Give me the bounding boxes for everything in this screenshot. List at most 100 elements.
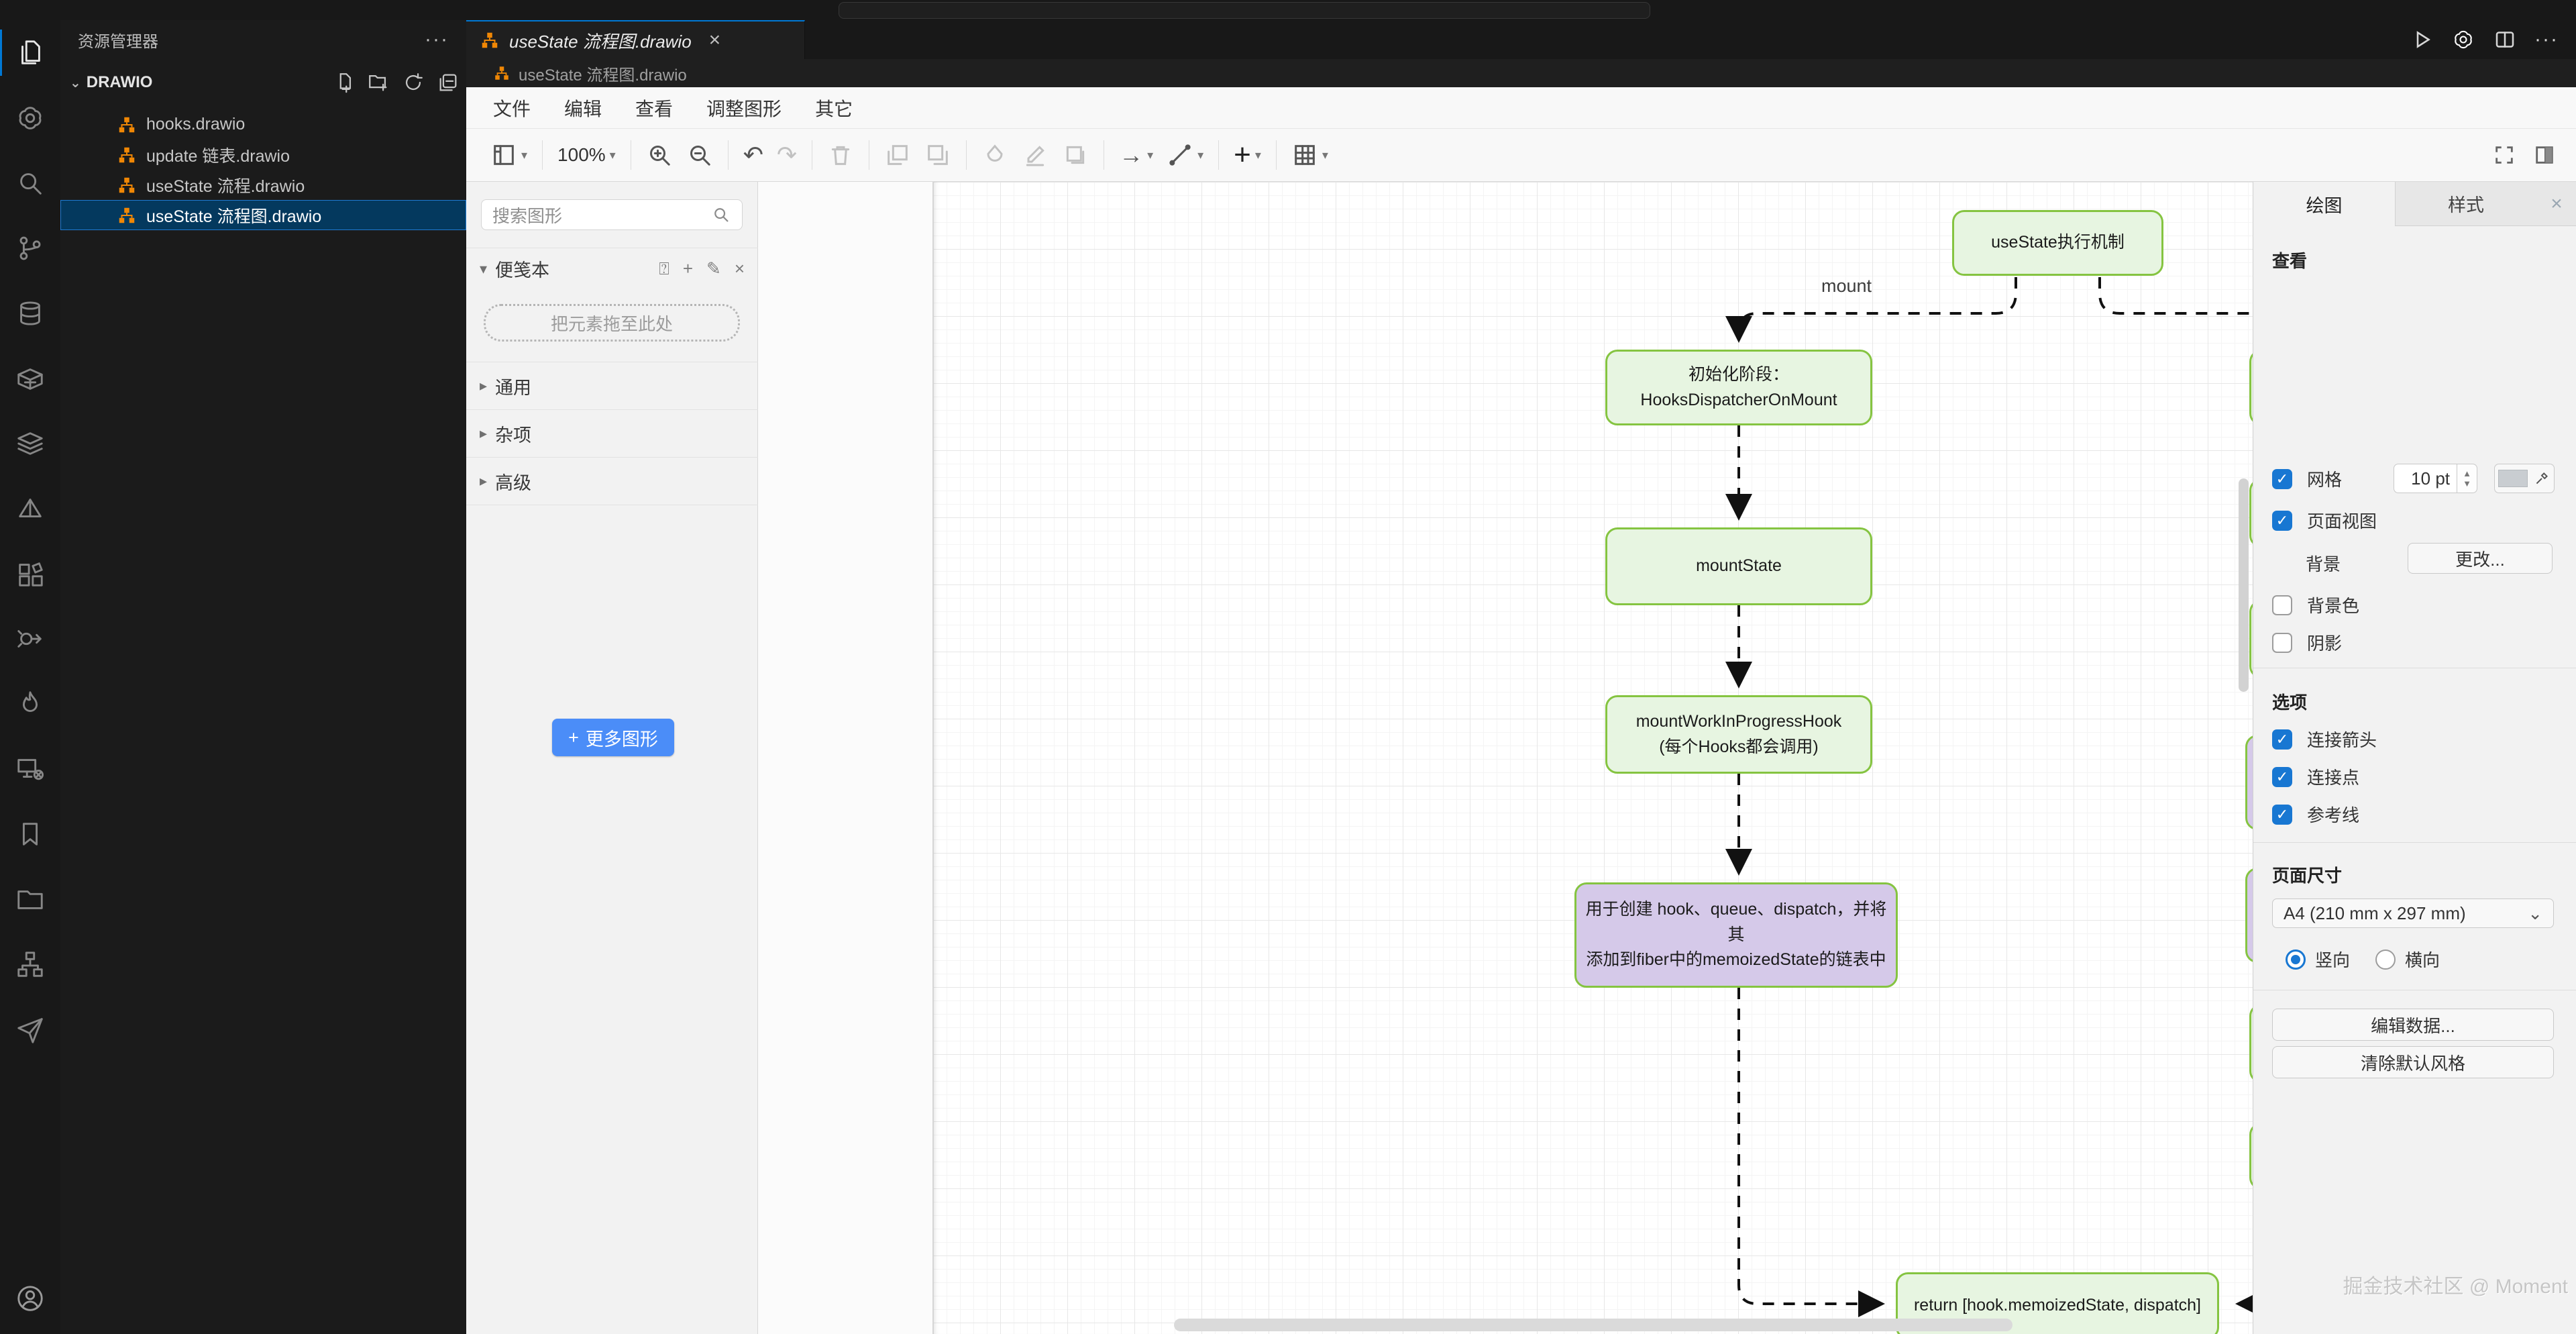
page-size-dropdown[interactable]: A4 (210 mm x 297 mm) ⌄: [2272, 899, 2554, 928]
view-panels-button[interactable]: ▾: [490, 142, 527, 168]
page-view-checkbox[interactable]: ✓: [2272, 510, 2292, 531]
scratchpad-header[interactable]: ▾ 便笺本 ⍰ + ✎ ×: [466, 248, 758, 289]
breadcrumb[interactable]: useState 流程图.drawio: [466, 59, 2576, 87]
stepper-down-icon[interactable]: ▼: [2463, 478, 2471, 489]
more-actions-icon[interactable]: ···: [2534, 28, 2559, 50]
zoom-in-button[interactable]: [646, 142, 673, 168]
node-create-hook-queue[interactable]: 用于创建 hook、queue、dispatch，并将其 添加到fiber中的m…: [1574, 882, 1898, 988]
edit-data-button[interactable]: 编辑数据...: [2272, 1009, 2554, 1041]
breadcrumb-item[interactable]: useState 流程图.drawio: [519, 66, 687, 85]
grid-checkbox[interactable]: ✓: [2272, 468, 2292, 489]
add-icon[interactable]: +: [682, 258, 694, 278]
account-button[interactable]: [0, 1275, 60, 1322]
redo-button[interactable]: ↷: [777, 143, 797, 167]
clear-default-style-button[interactable]: 清除默认风格: [2272, 1046, 2554, 1078]
shape-search-input[interactable]: 搜索图形: [481, 199, 743, 230]
activity-send[interactable]: [0, 996, 60, 1062]
canvas-vertical-scrollbar[interactable]: [2239, 478, 2249, 692]
menu-extras[interactable]: 其它: [815, 98, 853, 119]
fullscreen-icon[interactable]: [2493, 144, 2516, 166]
node-usestate-root[interactable]: useState执行机制: [1952, 210, 2163, 276]
connection-arrows-checkbox[interactable]: ✓: [2272, 729, 2292, 750]
node-mount-phase[interactable]: 初始化阶段： HooksDispatcherOnMount: [1605, 350, 1872, 425]
new-folder-icon[interactable]: [367, 71, 390, 94]
menu-arrange[interactable]: 调整图形: [706, 98, 782, 119]
grid-color-button[interactable]: [2494, 464, 2555, 493]
file-hooks[interactable]: hooks.drawio: [60, 109, 466, 140]
undo-button[interactable]: ↶: [743, 143, 763, 167]
shadow-checkbox[interactable]: [2272, 632, 2292, 653]
file-usestate-flow[interactable]: useState 流程.drawio: [60, 170, 466, 200]
activity-remote[interactable]: [0, 736, 60, 801]
stepper-up-icon[interactable]: ▲: [2463, 468, 2471, 478]
edit-icon[interactable]: ✎: [706, 258, 721, 278]
openai-icon[interactable]: [2451, 28, 2475, 52]
more-shapes-button[interactable]: + 更多图形: [552, 719, 674, 756]
scratchpad-drop-area[interactable]: 把元素拖至此处: [484, 304, 740, 342]
activity-bookmarks[interactable]: [0, 801, 60, 866]
activity-flame[interactable]: [0, 671, 60, 736]
tab-diagram[interactable]: 绘图: [2253, 182, 2395, 226]
activity-explorer[interactable]: [0, 20, 60, 85]
activity-folders[interactable]: [0, 866, 60, 931]
new-file-icon[interactable]: [332, 71, 355, 94]
activity-pyramid[interactable]: [0, 476, 60, 541]
change-background-button[interactable]: 更改...: [2408, 543, 2553, 574]
line-color-button[interactable]: [1022, 142, 1049, 168]
node-mountstate[interactable]: mountState: [1605, 527, 1872, 605]
drawio-canvas[interactable]: mount update useState执行机制 初始化阶段： HooksDi…: [758, 182, 2253, 1334]
canvas-horizontal-scrollbar[interactable]: [1174, 1319, 2012, 1331]
section-general[interactable]: ▸通用: [466, 362, 758, 409]
close-icon[interactable]: ×: [734, 258, 745, 278]
zoom-level-button[interactable]: 100%▾: [557, 144, 616, 166]
table-button[interactable]: ▾: [1291, 142, 1328, 168]
grid-size-input[interactable]: 10 pt: [2394, 464, 2457, 493]
file-update-linked-list[interactable]: update 链表.drawio: [60, 140, 466, 170]
to-back-button[interactable]: [924, 142, 951, 168]
guides-checkbox[interactable]: ✓: [2272, 804, 2292, 825]
waypoint-style-button[interactable]: ▾: [1167, 142, 1203, 168]
landscape-radio[interactable]: [2375, 949, 2396, 970]
tab-usestate-flowchart[interactable]: useState 流程图.drawio ×: [466, 20, 805, 59]
activity-container[interactable]: [0, 346, 60, 411]
grid-size-stepper[interactable]: ▲▼: [2457, 464, 2477, 493]
help-icon[interactable]: ⍰: [659, 258, 669, 278]
fill-color-button[interactable]: [981, 142, 1008, 168]
menu-edit[interactable]: 编辑: [564, 98, 602, 119]
explorer-more-button[interactable]: ···: [425, 28, 449, 50]
node-mountworkinprogresshook[interactable]: mountWorkInProgressHook (每个Hooks都会调用): [1605, 695, 1872, 774]
menu-file[interactable]: 文件: [493, 98, 531, 119]
node-merge-pendingqueue[interactable]: 将 hooks、queue 取出， 将 pendingQueue 合并到 bas…: [2245, 735, 2253, 830]
zoom-out-button[interactable]: [686, 142, 713, 168]
tab-style[interactable]: 样式: [2395, 182, 2536, 226]
activity-project-tree[interactable]: [0, 931, 60, 996]
collapse-all-icon[interactable]: [437, 71, 460, 94]
connection-style-button[interactable]: →▾: [1119, 143, 1153, 167]
activity-blocks[interactable]: [0, 541, 60, 606]
activity-openai[interactable]: [0, 85, 60, 150]
toggle-format-panel-icon[interactable]: [2533, 144, 2556, 166]
tab-close-icon[interactable]: ×: [708, 29, 721, 51]
section-misc[interactable]: ▸杂项: [466, 409, 758, 457]
node-return[interactable]: return [hook.memoizedState, dispatch]: [1896, 1272, 2219, 1334]
menu-view[interactable]: 查看: [635, 98, 674, 119]
portrait-radio[interactable]: [2286, 949, 2306, 970]
activity-search[interactable]: [0, 150, 60, 215]
activity-debug[interactable]: [0, 606, 60, 671]
node-basequeue-loop[interactable]: baseQueue !== null 时，循环更新， 获取最新的 newStat…: [2245, 868, 2253, 963]
edge-label-mount[interactable]: mount: [1821, 276, 1872, 296]
split-editor-icon[interactable]: [2493, 28, 2517, 52]
refresh-icon[interactable]: [402, 71, 425, 94]
activity-source-control[interactable]: [0, 215, 60, 280]
command-center[interactable]: [839, 2, 1650, 19]
background-color-checkbox[interactable]: [2272, 595, 2292, 615]
shadow-button[interactable]: [1062, 142, 1089, 168]
insert-button[interactable]: +▾: [1234, 140, 1261, 170]
connection-points-checkbox[interactable]: ✓: [2272, 766, 2292, 787]
activity-database[interactable]: [0, 280, 60, 346]
run-icon[interactable]: [2410, 28, 2434, 52]
activity-layers[interactable]: [0, 411, 60, 476]
file-usestate-flowchart[interactable]: useState 流程图.drawio: [60, 200, 466, 230]
delete-button[interactable]: [827, 142, 854, 168]
folder-drawio[interactable]: ⌄ DRAWIO: [60, 59, 466, 106]
